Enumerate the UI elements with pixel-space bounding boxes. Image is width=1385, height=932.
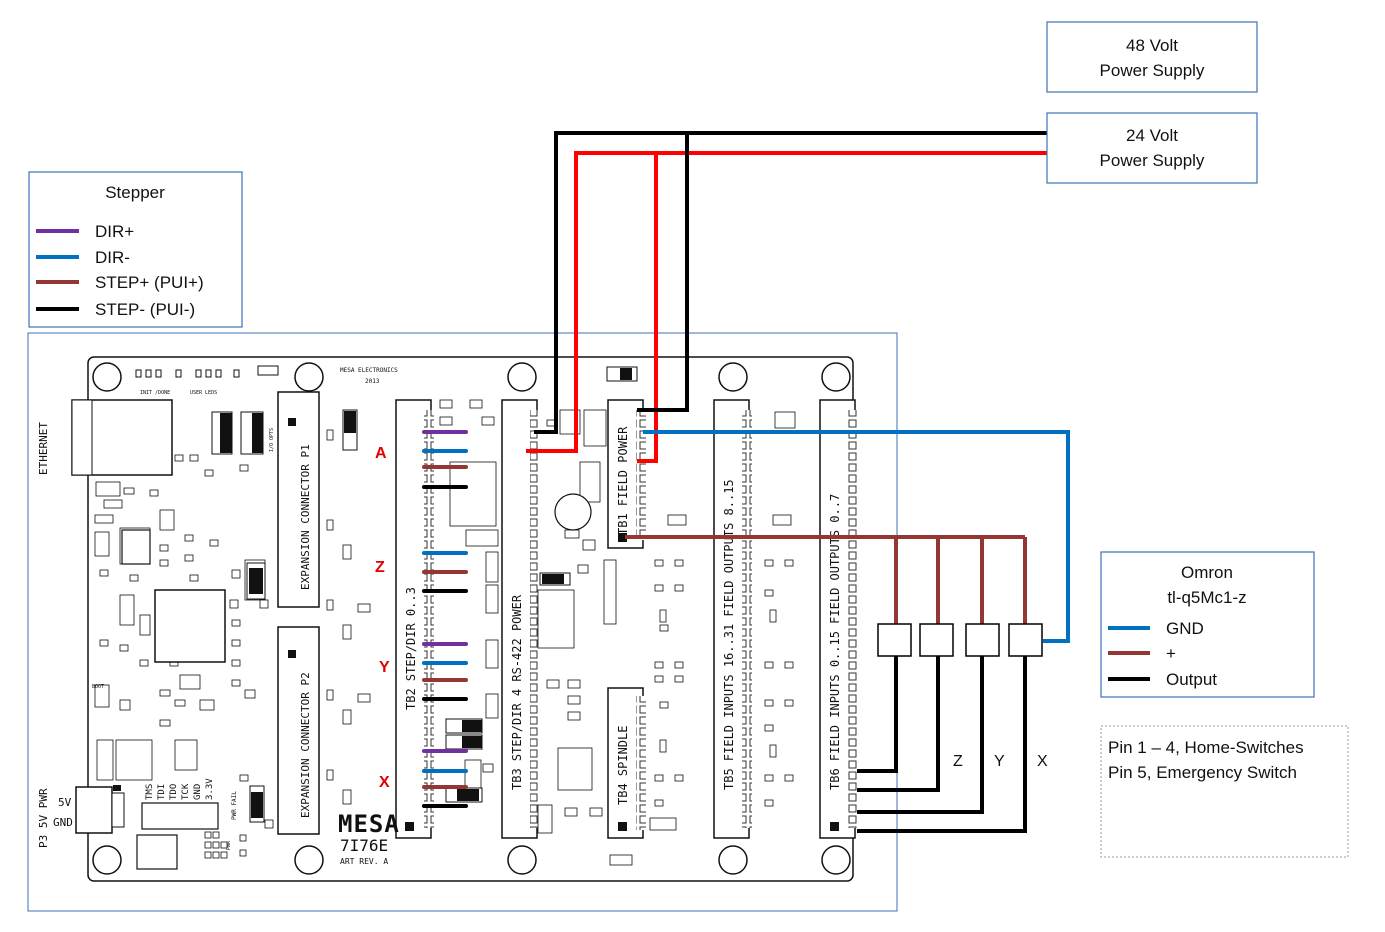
switch-letter-z: Z [953,753,963,770]
pin-note-line1: Pin 1 – 4, Home-Switches [1108,738,1304,757]
axis-letter-x: X [379,774,390,791]
jumpers-mid-left [246,562,266,823]
ethernet-label: ETHERNET [37,422,50,475]
jtag-labels: TMS TDI TDO TCK GND 3.3V [145,778,215,800]
tb2-terminal-block [395,399,434,839]
tb3-terminal-block [501,399,540,839]
stepper-legend: Stepper DIR+ DIR- STEP+ (PUI+) STEP- (PU… [28,171,243,328]
switch-letter-y: Y [994,753,1005,770]
ethernet-jack [71,399,173,476]
svg-text:GND: GND [193,784,203,800]
smd-components [94,454,269,781]
expansion-p2-label: EXPANSION CONNECTOR P2 [299,672,312,818]
expansion-connector-p2 [277,626,320,835]
svg-text:TDI: TDI [157,784,167,800]
expansion-connector-p1 [277,391,320,608]
svg-text:3.3V: 3.3V [205,778,215,800]
5v-label: 5V [58,796,72,809]
led-row [135,365,279,378]
p3-label: P3 5V PWR [37,788,50,848]
svg-text:48 Volt: 48 Volt [1126,36,1178,55]
jumpers-top-left [211,409,358,455]
omron-switch-boxes [877,623,1043,657]
stepper-legend-title: Stepper [105,183,165,202]
year-label: 2013 [365,378,380,385]
power-wires [526,131,1047,463]
power-supply-48v: 48 Volt Power Supply [1046,21,1258,93]
fpga-chip [154,589,226,663]
axis-letters-board: A Z Y X [375,445,390,791]
pin-note-line2: Pin 5, Emergency Switch [1108,763,1297,782]
user-leds-label: USER LEDS [190,390,217,396]
pwr-label: PWR [226,840,232,850]
switch-box-2 [919,623,954,657]
svg-text:TDO: TDO [169,784,179,800]
tb2-components [439,399,499,789]
legend-step-minus: STEP- (PUI-) [95,300,195,319]
switch-box-4 [1008,623,1043,657]
io-opts-label: I/O OPTS [269,428,275,452]
legend-dir-minus: DIR- [95,248,130,267]
small-leds-bottom [204,774,274,859]
tb3-components [537,409,617,834]
pin-note: Pin 1 – 4, Home-Switches Pin 5, Emergenc… [1100,725,1349,858]
omron-wires [625,430,1070,833]
tb5-terminal-block [713,399,752,839]
svg-text:Power Supply: Power Supply [1100,61,1205,80]
mounting-holes [92,362,851,875]
mesa-electronics-label: MESA ELECTRONICS [340,367,398,374]
legend-dir-plus: DIR+ [95,222,134,241]
tb2-label: TB2 STEP/DIR 0..3 [404,587,418,710]
svg-text:24 Volt: 24 Volt [1126,126,1178,145]
jtag-header [136,802,219,870]
axis-letter-a: A [375,445,387,462]
init-done-label: INIT /DONE [140,390,170,396]
capacitor [554,493,592,531]
legend-step-plus: STEP+ (PUI+) [95,273,204,292]
expansion-p1-label: EXPANSION CONNECTOR P1 [299,444,312,590]
gnd-label: GND [53,816,73,829]
switch-box-1 [877,623,912,657]
legend-plus: + [1166,644,1176,663]
axis-letter-z: Z [375,559,385,576]
switch-letter-x: X [1037,753,1048,770]
tb3-black-parts [539,366,638,586]
pwr-fail-label: PWR FAIL [231,791,238,820]
p3-power-connector [75,785,125,834]
phy-chip [121,529,151,565]
tb6-terminal-block [819,399,858,839]
switch-box-3 [965,623,1000,657]
mesa-logo: MESA [338,810,400,838]
stepper-wires [422,430,468,808]
legend-gnd: GND [1166,619,1204,638]
model-label: 7I76E [340,836,388,855]
svg-text:TMS: TMS [145,784,155,800]
smd-components-mid [326,429,371,805]
svg-text:TCK: TCK [181,783,191,800]
axis-letter-y: Y [379,659,390,676]
axis-letters-switches: Z Y X [953,753,1048,770]
tb4-terminal-block [607,687,646,839]
tb1-terminal-block [607,399,646,549]
tb3-label: TB3 STEP/DIR 4 RS-422 POWER [510,594,524,790]
tb1-label: TB1 FIELD POWER [616,426,630,535]
art-rev-label: ART REV. A [340,857,388,866]
tb6-label: TB6 FIELD INPUTS 0..15 FIELD OUTPUTS 0..… [828,494,842,790]
legend-output: Output [1166,670,1217,689]
power-supply-24v: 24 Volt Power Supply [1046,112,1258,184]
omron-legend: Omron tl-q5Mc1-z GND + Output [1100,551,1315,698]
omron-model: tl-q5Mc1-z [1167,588,1246,607]
boot-label: BOOT [92,684,104,690]
svg-text:Power Supply: Power Supply [1100,151,1205,170]
field-components [609,411,796,866]
tb4-label: TB4 SPINDLE [616,726,630,805]
omron-title: Omron [1181,563,1233,582]
tb5-label: TB5 FIELD INPUTS 16..31 FIELD OUTPUTS 8.… [722,479,736,790]
